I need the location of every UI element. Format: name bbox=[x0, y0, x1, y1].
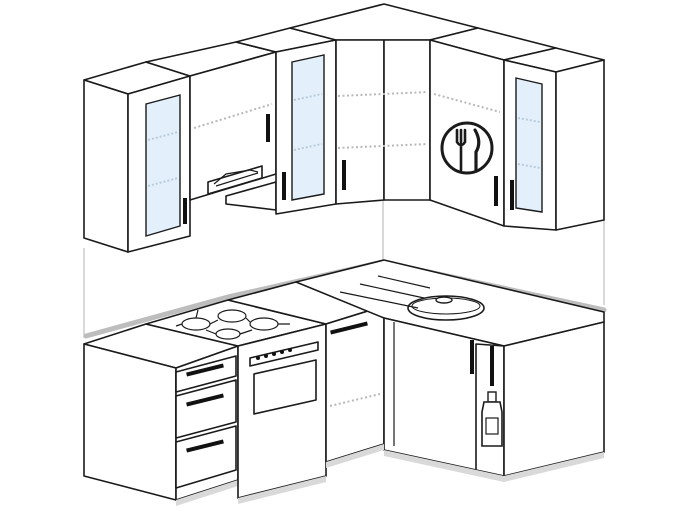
sink-icon bbox=[339, 275, 485, 321]
fork-knife-plate-icon bbox=[440, 121, 494, 175]
range-hood-icon bbox=[207, 165, 263, 195]
upper-center-handle[interactable] bbox=[282, 172, 286, 200]
upper-hood-handle[interactable] bbox=[266, 114, 270, 142]
upper-corner-right-face bbox=[383, 39, 431, 201]
upper-left-glass bbox=[145, 94, 181, 237]
drawer-1-handle[interactable] bbox=[186, 363, 224, 377]
upper-left-side bbox=[83, 79, 129, 253]
stove-control-panel bbox=[249, 341, 319, 367]
lower-mid-front bbox=[325, 305, 385, 463]
drawer-3-handle[interactable] bbox=[186, 439, 224, 453]
upper-end-side bbox=[555, 59, 605, 231]
upper-cabinets bbox=[83, 3, 605, 253]
upper-left-handle[interactable] bbox=[183, 198, 187, 224]
bottle-icon bbox=[481, 391, 503, 447]
drawer-2-handle[interactable] bbox=[186, 393, 224, 407]
upper-end-handle[interactable] bbox=[510, 180, 514, 210]
oven-door-window[interactable] bbox=[253, 359, 317, 415]
lower-left-side bbox=[83, 343, 177, 501]
lower-mid-handle[interactable] bbox=[330, 321, 368, 335]
upper-right-handle[interactable] bbox=[494, 176, 498, 206]
upper-corner-handle[interactable] bbox=[342, 160, 346, 190]
lower-cabinets bbox=[83, 259, 605, 506]
upper-center-glass bbox=[291, 54, 325, 201]
upper-end-glass bbox=[515, 77, 543, 213]
lower-corner-door-handle[interactable] bbox=[490, 346, 494, 386]
stove-knobs[interactable] bbox=[256, 348, 292, 360]
lower-right-side bbox=[503, 321, 605, 477]
gas-burner-icon bbox=[175, 309, 290, 340]
lower-corner-handle[interactable] bbox=[470, 340, 474, 374]
